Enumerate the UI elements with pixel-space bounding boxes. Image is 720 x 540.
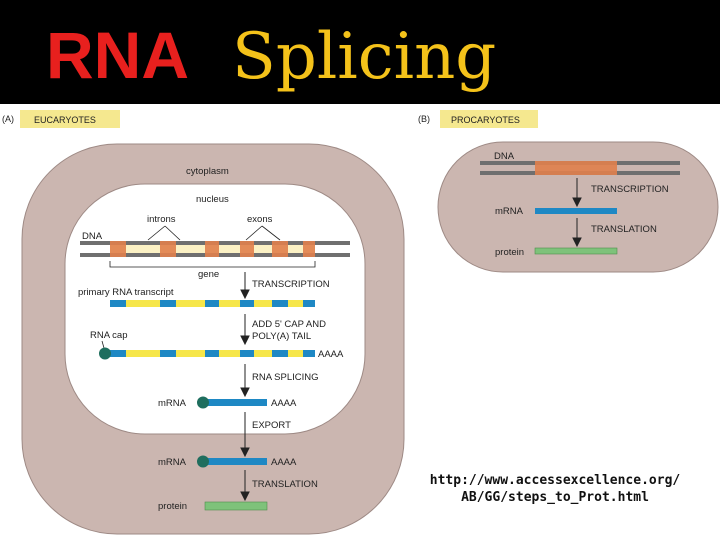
step-translation-euk: TRANSLATION: [252, 479, 318, 490]
step-splicing: RNA SPLICING: [252, 372, 319, 383]
protein-prok: [534, 247, 618, 255]
step-transcription-euk: TRANSCRIPTION: [252, 279, 330, 290]
exons-label: exons: [247, 214, 273, 225]
nucleus-region: [64, 183, 366, 435]
primary-transcript-label: primary RNA transcript: [78, 287, 174, 298]
intron-exon-pointers: [147, 225, 281, 241]
gene-bracket: [109, 261, 316, 268]
step-transcription-prok: TRANSCRIPTION: [591, 184, 669, 195]
poly-a-tail-2: AAAA: [271, 398, 297, 409]
capped-rna-transcript: [99, 347, 315, 360]
panel-b-header-badge: [440, 110, 538, 128]
source-url-line2: AB/GG/steps_to_Prot.html: [461, 490, 649, 505]
dna-label-euk: DNA: [82, 231, 103, 242]
poly-a-tail-1: AAAA: [318, 349, 344, 360]
title-word-splicing: Splicing: [232, 20, 497, 94]
dna-label-prok: DNA: [494, 151, 515, 162]
step-export: EXPORT: [252, 420, 291, 431]
arrow-translation-euk: [240, 470, 250, 502]
source-url[interactable]: http://www.accessexcellence.org/ AB/GG/s…: [380, 472, 720, 506]
cytoplasm-label: cytoplasm: [186, 166, 229, 177]
panel-a-header-badge: [20, 110, 120, 128]
panel-a-header: EUCARYOTES: [34, 115, 96, 125]
mrna-label-cytoplasm: mRNA: [158, 457, 187, 468]
step-translation-prok: TRANSLATION: [591, 224, 657, 235]
protein-label-prok: protein: [495, 247, 524, 258]
introns-label: introns: [147, 214, 176, 225]
step-cap-tail-line2: POLY(A) TAIL: [252, 331, 311, 342]
mrna-nucleus: [197, 396, 267, 409]
panel-b-header: PROCARYOTES: [451, 115, 520, 125]
dna-double-strand-euk: [80, 241, 350, 257]
arrow-export: [240, 412, 250, 458]
arrow-splicing: [240, 364, 250, 398]
mrna-label-prok: mRNA: [495, 206, 524, 217]
step-cap-tail-line1: ADD 5' CAP AND: [252, 319, 326, 330]
rna-cap-pointer: [101, 340, 105, 349]
source-url-line1: http://www.accessexcellence.org/: [429, 473, 681, 488]
mrna-prok: [535, 208, 617, 214]
mrna-label-nucleus: mRNA: [158, 398, 187, 409]
poly-a-tail-3: AAAA: [271, 457, 297, 468]
title-bar: RNA Splicing: [0, 0, 720, 104]
protein-euk: [204, 501, 268, 511]
nucleus-label: nucleus: [196, 194, 229, 205]
arrow-transcription-euk: [240, 272, 250, 300]
rna-cap-label: RNA cap: [90, 330, 128, 341]
arrow-translation-prok: [572, 218, 582, 248]
panel-b-label: (B): [418, 114, 430, 124]
panel-a-label: (A): [2, 114, 14, 124]
gene-label: gene: [198, 269, 219, 280]
mrna-cytoplasm: [197, 455, 267, 468]
dna-double-strand-prok: [480, 161, 680, 175]
title-word-rna: RNA: [46, 18, 189, 92]
primary-rna-transcript: [110, 300, 315, 307]
gene-expression-diagram: (A) EUCARYOTES cytoplasm nucleus introns…: [2, 110, 719, 535]
protein-label-euk: protein: [158, 501, 187, 512]
arrow-transcription-prok: [572, 178, 582, 208]
arrow-cap-tail: [240, 314, 250, 346]
